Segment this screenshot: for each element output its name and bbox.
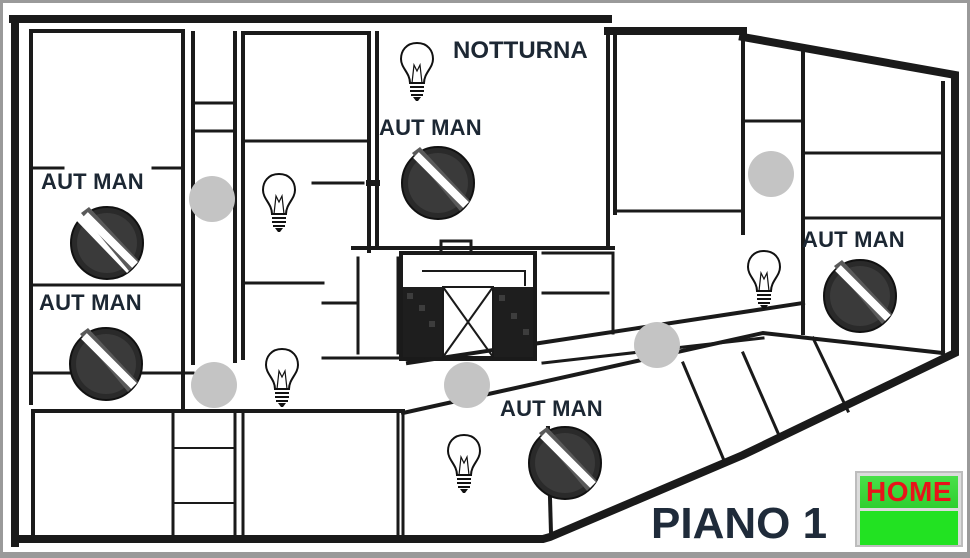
switch-label: AUT MAN xyxy=(39,290,142,315)
rotary-selector-icon[interactable] xyxy=(398,143,478,223)
light-bulb-icon[interactable] xyxy=(262,347,302,409)
home-button-base[interactable] xyxy=(860,511,958,545)
night-light-label: NOTTURNA xyxy=(453,37,588,64)
light-bulb-icon[interactable] xyxy=(744,249,784,311)
home-button-face[interactable]: HOME xyxy=(860,476,958,508)
rotary-selector-icon[interactable] xyxy=(66,324,146,404)
light-bulb-icon[interactable] xyxy=(444,433,484,495)
presence-sensor-icon xyxy=(189,176,235,222)
presence-sensor-icon xyxy=(444,362,490,408)
presence-sensor-icon xyxy=(634,322,680,368)
floor-plan-drawing xyxy=(9,15,959,547)
home-button[interactable]: HOME xyxy=(855,471,963,547)
floor-plan-screen: NOTTURNA AUT MAN AUT MAN AUT MAN AUT MAN… xyxy=(3,3,967,552)
floor-title: PIANO 1 xyxy=(651,499,828,548)
home-button-label: HOME xyxy=(866,476,952,507)
switch-label: AUT MAN xyxy=(379,115,482,140)
rotary-selector-icon[interactable] xyxy=(525,423,605,503)
rotary-selector-icon[interactable] xyxy=(820,256,900,336)
light-bulb-icon[interactable] xyxy=(397,41,437,103)
switch-label: AUT MAN xyxy=(802,227,905,252)
light-bulb-icon[interactable] xyxy=(259,172,299,234)
presence-sensor-icon xyxy=(191,362,237,408)
rotary-selector-icon[interactable] xyxy=(67,203,147,283)
presence-sensor-icon xyxy=(748,151,794,197)
switch-label: AUT MAN xyxy=(41,169,144,194)
switch-label: AUT MAN xyxy=(500,396,603,421)
